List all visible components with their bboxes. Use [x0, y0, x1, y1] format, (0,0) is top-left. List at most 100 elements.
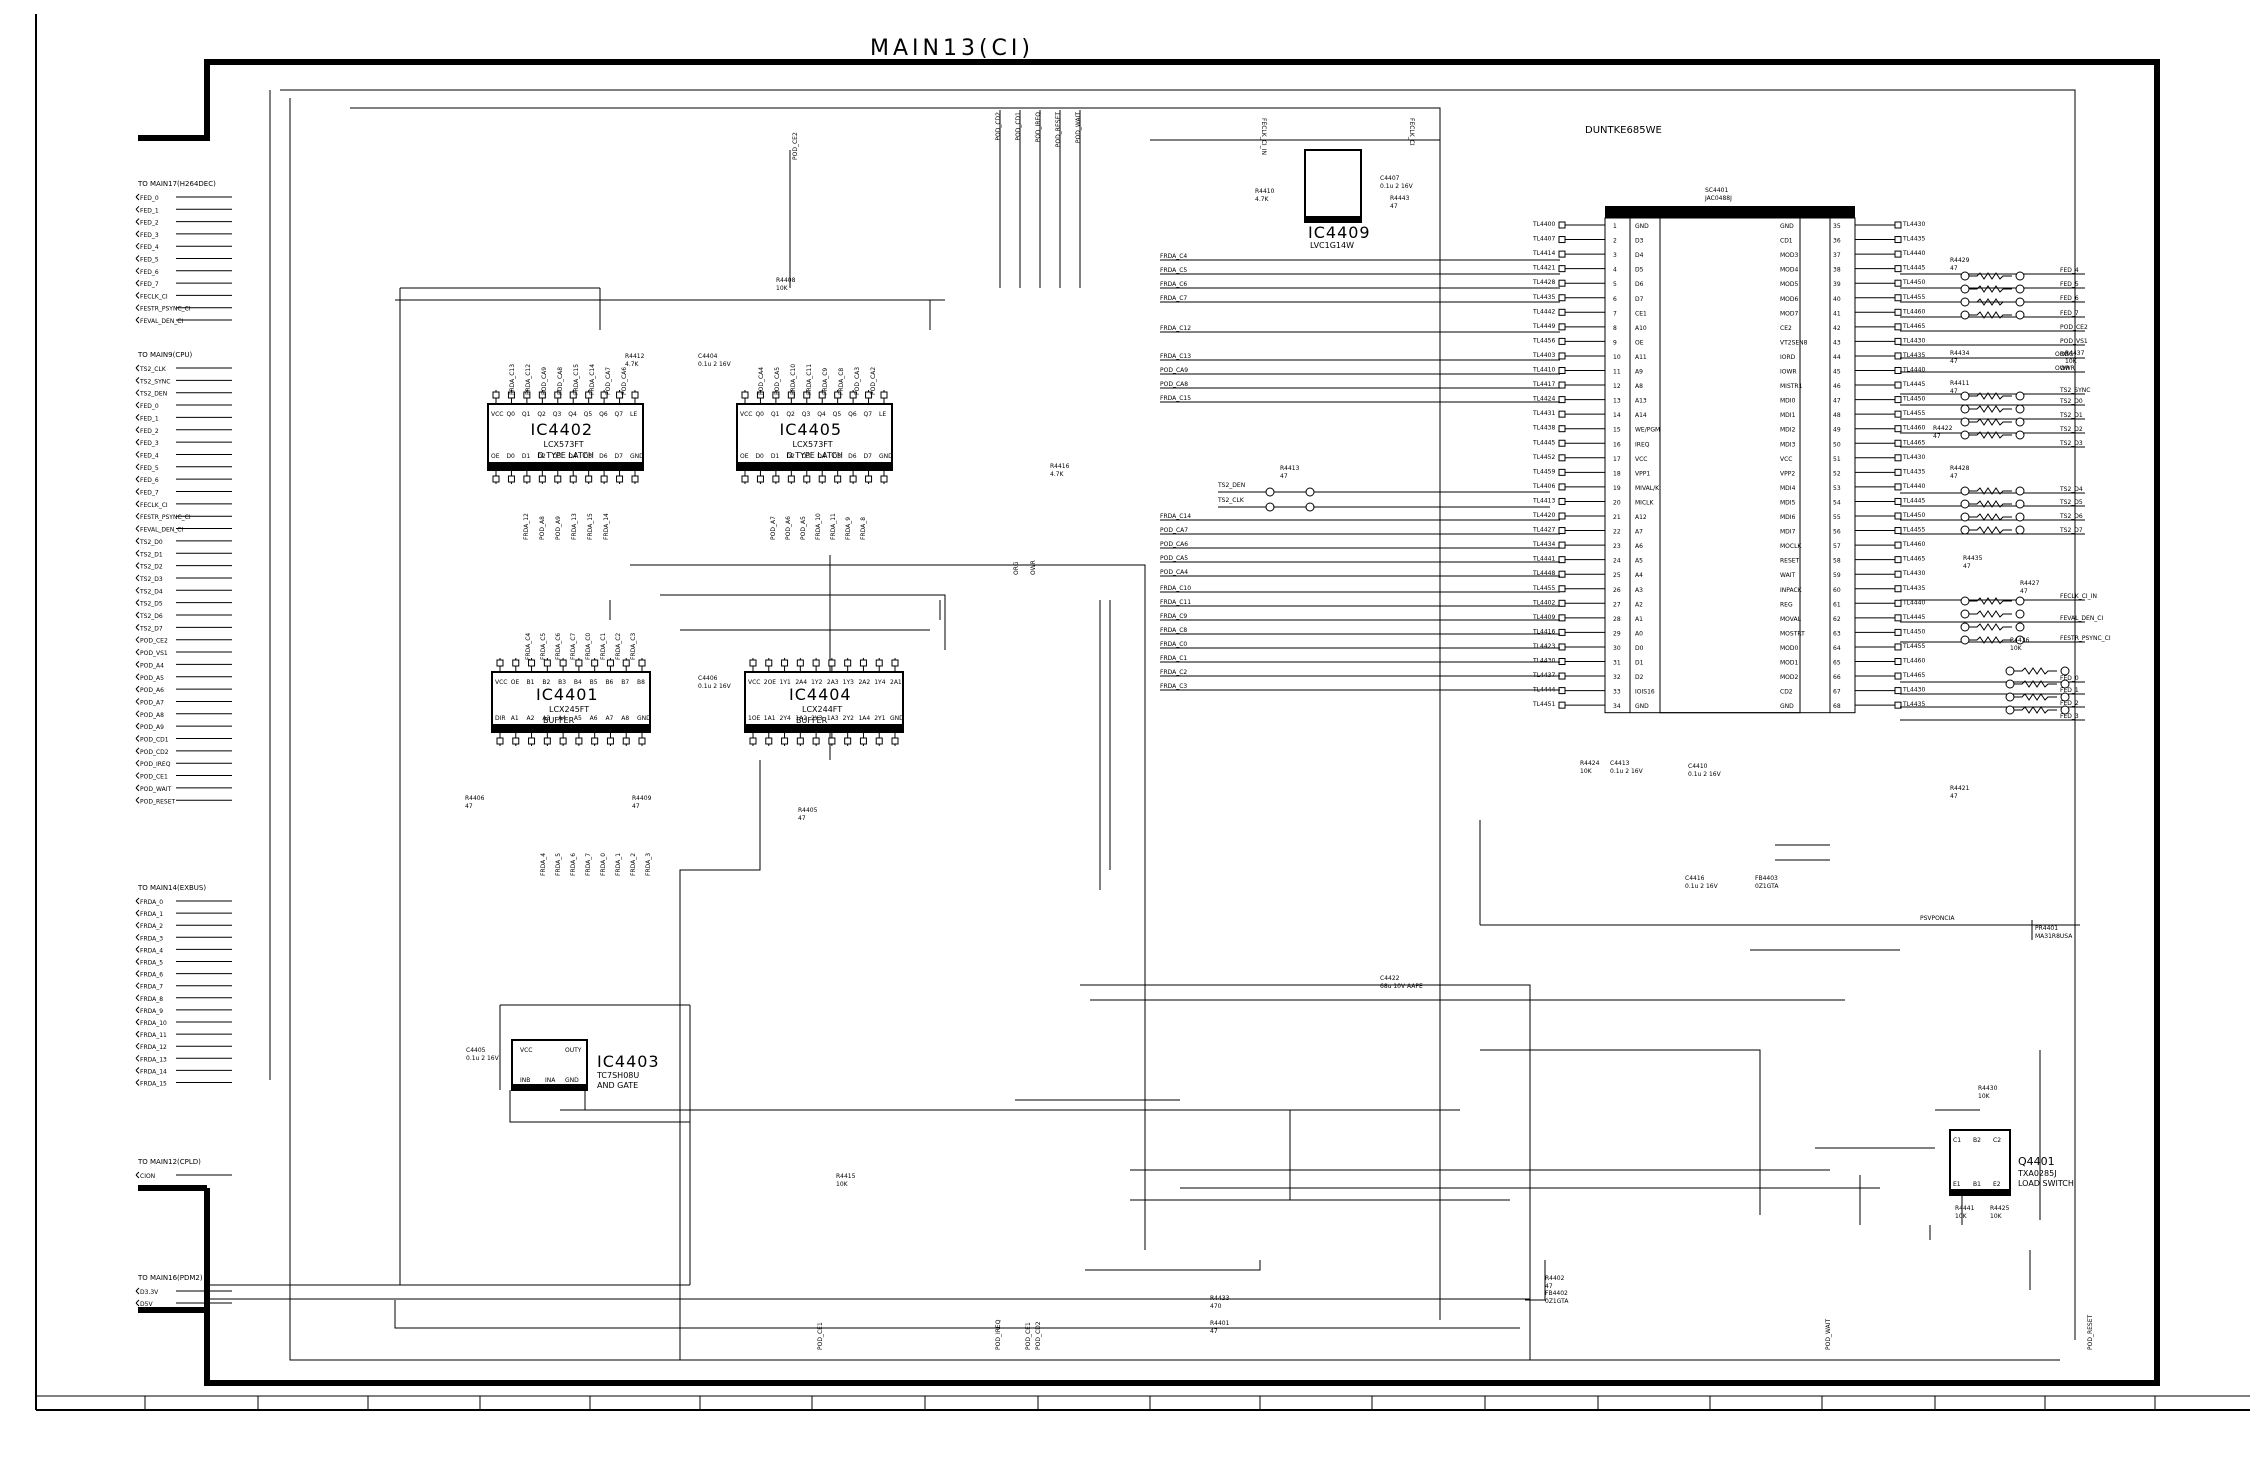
svg-text:R4434: R4434	[1950, 350, 1970, 357]
rarray-pad	[1960, 596, 1970, 606]
ic-stripe	[745, 724, 903, 732]
rarray-pad	[2015, 609, 2025, 619]
port-arrow	[135, 648, 140, 656]
pin-net-label: FRDA_4	[540, 853, 547, 876]
right-net-label: OWR	[2060, 365, 2075, 372]
slot-pin-num: 16	[1613, 441, 1621, 448]
port-arrow	[135, 698, 140, 705]
slot-pin-num: 51	[1833, 456, 1841, 463]
pod-top-label: POD_RESET	[1055, 112, 1062, 148]
slot-pin-num: 34	[1613, 703, 1621, 710]
ic-func: BUFFER	[796, 716, 828, 725]
ic-pin-pad	[523, 391, 531, 399]
svg-text:GND: GND	[565, 1077, 579, 1084]
slot-pin-num: 27	[1613, 601, 1621, 608]
right-net-label: TS2_SYNC	[2059, 387, 2090, 394]
right-net-label: FED_4	[2060, 267, 2079, 274]
port-signal: FRDA_7	[140, 984, 163, 991]
ic-pin-pad	[749, 737, 757, 745]
rarray-pad	[2060, 679, 2070, 689]
port-arrow	[135, 933, 140, 941]
slot-pin-num: 64	[1833, 645, 1841, 652]
slot-pin-right: MOD5	[1780, 281, 1799, 288]
slot-pin-num: 20	[1613, 499, 1621, 506]
pod-top-label: POD_IREQ	[1035, 112, 1042, 143]
testpoint: TL4440	[1902, 367, 1925, 374]
testpoint: TL4435	[1902, 236, 1925, 243]
ic-pin-label: A7	[605, 715, 613, 722]
pin-net-label: FRDA_C0	[585, 633, 592, 660]
svg-text:47: 47	[1950, 388, 1958, 395]
slot-pin-right: MDI6	[1780, 514, 1796, 521]
ic-pin-label: D1	[522, 453, 531, 460]
port-arrow	[135, 909, 140, 917]
port-signal: FRDA_4	[140, 947, 163, 954]
right-net-label: TS2_D2	[2059, 426, 2083, 433]
bus-net-label: FRDA_C14	[1160, 513, 1191, 520]
rarray-pad	[2015, 486, 2025, 496]
ic-pin-label: DIR	[495, 715, 506, 722]
rarray-pad	[1960, 391, 1970, 401]
svg-text:4.7K: 4.7K	[1255, 196, 1270, 203]
slot-pin-left: A3	[1635, 587, 1643, 594]
slot-pin-num: 57	[1833, 543, 1841, 550]
svg-text:R4433: R4433	[1210, 1295, 1230, 1302]
slot-pin-num: 35	[1833, 223, 1841, 230]
ic-pin-label: D5	[833, 453, 842, 460]
slot-pin-num: 8	[1613, 325, 1617, 332]
ic-pin-pad	[569, 475, 577, 483]
port-arrow	[135, 463, 140, 471]
port-arrow	[135, 1018, 140, 1026]
port-arrow	[135, 376, 140, 384]
port-arrow	[135, 451, 140, 458]
pin-net-label: FRDA_C9	[822, 368, 829, 395]
port-arrow	[135, 1067, 140, 1074]
rarray-pad	[1960, 417, 1970, 427]
svg-text:INA: INA	[545, 1077, 556, 1084]
pin-net-label: FRDA_C3	[630, 633, 637, 660]
ic-pin-label: D7	[864, 453, 873, 460]
testpoint: TL4456	[1532, 337, 1555, 344]
pin-net-label: POD_CA4	[758, 367, 765, 395]
rarray-pad	[1960, 609, 1970, 619]
slot-pin-num: 37	[1833, 252, 1841, 259]
wiring	[205, 89, 2080, 1361]
testpoint: TL4445	[1902, 265, 1925, 272]
svg-text:OUTY: OUTY	[565, 1047, 582, 1054]
slot-pin-num: 21	[1613, 514, 1621, 521]
rarray-pad	[1960, 525, 1970, 535]
testpoint: TL4407	[1532, 236, 1555, 243]
testpoint: TL4451	[1532, 701, 1555, 708]
rarray-res	[1969, 513, 2012, 521]
pin-net-label: FRDA_C7	[570, 633, 577, 660]
slot-pin-left: A10	[1635, 325, 1647, 332]
ic-pin-pad	[554, 475, 562, 483]
rarray-res	[1969, 487, 2012, 495]
ic-pin-pad	[631, 391, 639, 399]
right-net-label: POD_CE2	[2060, 324, 2088, 331]
left-bus-nets: FRDA_C4FRDA_C5FRDA_C6FRDA_C7FRDA_C12FRDA…	[1160, 253, 1560, 691]
slot-pin-num: 54	[1833, 499, 1841, 506]
ic-pin-pad	[844, 659, 852, 667]
ic-pin-pad	[559, 659, 567, 667]
pin-net-label: FRDA_C15	[573, 364, 580, 395]
ic-pin-label: 2A3	[827, 679, 839, 686]
svg-text:E1: E1	[1953, 1181, 1961, 1188]
port-arrow	[135, 292, 140, 299]
port-arrow	[135, 1079, 140, 1086]
svg-text:47: 47	[1210, 1328, 1218, 1335]
svg-text:R4441: R4441	[1955, 1205, 1975, 1212]
net-label-pod-ce2: POD_CE2	[792, 132, 799, 160]
ic-pin-pad	[575, 737, 583, 745]
net-label-ts2-den: TS2_DEN	[1217, 482, 1245, 489]
port-signal: POD_CE2	[140, 638, 168, 645]
svg-text:R4415: R4415	[836, 1173, 856, 1180]
rarray-pad	[2015, 596, 2025, 606]
port-arrow	[135, 685, 140, 693]
right-nets: FED_4FED_5FED_6FED_7POD_CE2POD_VS1ORGOWR…	[1900, 267, 2111, 721]
slot-pin-left: D6	[1635, 281, 1644, 288]
ic-pin-pad	[496, 659, 504, 667]
